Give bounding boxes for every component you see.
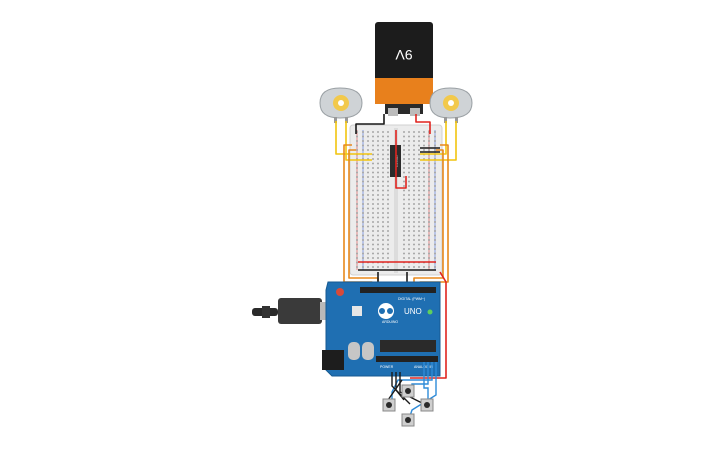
arduino-model-label: UNO [404,307,422,316]
digital-header-label: DIGITAL (PWM~) [398,297,425,301]
battery-9v[interactable]: 9V [375,22,433,116]
power-header-label: POWER [380,365,394,369]
battery-label: 9V [395,47,413,63]
push-button-right[interactable] [420,398,434,412]
push-button-top[interactable] [401,384,415,398]
left-dc-motor[interactable] [319,87,363,123]
push-button-left[interactable] [382,398,396,412]
breadboard-holes [356,131,436,268]
push-button-bottom[interactable] [401,413,415,427]
breadboard[interactable] [349,124,443,276]
arduino-uno-board[interactable]: UNO ARDUINO DIGITAL (PWM~) POWER ANALOG … [322,281,441,377]
usb-cable[interactable] [252,298,332,324]
arduino-brand-label: ARDUINO [382,320,398,324]
right-dc-motor[interactable] [429,87,473,123]
